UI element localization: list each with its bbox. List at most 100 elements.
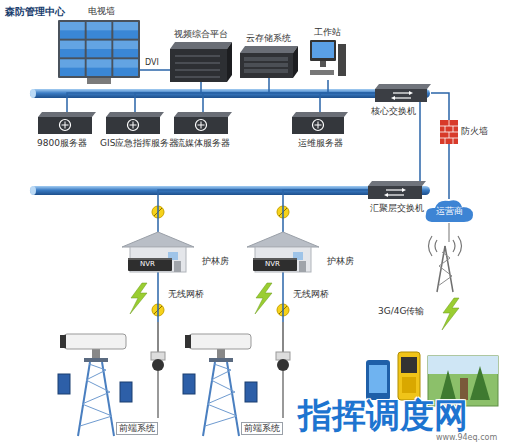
keyboard [310,70,334,75]
pipe-end [30,186,36,195]
front-end-icon [181,322,301,438]
front-end-system: 前端系统 [181,322,301,438]
server-top [292,112,348,117]
brick-joint [449,132,450,138]
chassis-body [240,53,293,78]
nvr-body [128,258,172,271]
server-icon [292,112,348,134]
tv-screen [87,41,112,58]
node-label: 运营商 [436,206,463,217]
node-label: 护林房 [202,256,229,267]
chassis-side [227,42,232,82]
node-label: GIS应急指挥服务器 [100,138,178,149]
tv-screen [113,22,138,39]
chassis-slot [175,69,220,71]
tv-screen [113,41,138,58]
server-icon [106,112,164,134]
node-label: 核心交换机 [371,106,416,117]
tv-wall-icon [58,20,140,84]
switch-arrow [388,194,404,195]
nvr-box: NVR [128,258,172,271]
server-top [106,112,164,117]
server-emblem-line [201,122,202,129]
chassis-side [293,46,298,78]
nvr-box: NVR [253,258,297,271]
tower-bracing [205,364,237,426]
node-label: 前端系统 [116,422,158,435]
tv-stand [87,78,111,84]
connector-line [328,80,375,93]
tower-leg [445,246,453,292]
switch-top [375,84,431,89]
switch-arrow [393,92,409,93]
server-box: 9800服务器 [38,112,96,134]
server-body [174,117,228,134]
ranger-house: 护林房NVR [118,232,198,272]
cloud-shape: 运营商 [424,199,474,223]
tv-screen [87,59,112,76]
switch-arrowhead [384,193,388,197]
ranger-house: 护林房NVR [243,232,323,272]
server-icon [38,112,96,134]
disk-bay [244,57,288,61]
switch-arrowhead [409,91,413,95]
connector-line [135,93,375,112]
firewall-body [440,120,458,144]
screen-glare [87,22,112,30]
ptz-housing [151,352,165,360]
tower-platform [84,358,108,362]
server-emblem [60,120,71,131]
switch-box: 核心交换机 [375,84,431,102]
server-emblem-line [65,122,66,129]
front-end-icon [56,322,176,438]
brick-joint [445,126,446,132]
monitor-stand [320,61,326,67]
tv-screen [113,59,138,76]
tv-wall: 电视墙 [58,20,140,84]
chassis-slot [175,62,220,64]
connector-line [67,93,375,112]
front-end-system: 前端系统 [56,322,176,438]
screen-glare [87,41,112,49]
nvr-top-edge [128,258,172,260]
ptz-housing [276,352,290,360]
handheld-terminal [398,352,420,400]
switch-arrowhead [391,96,395,100]
screen-glare [87,59,112,67]
node-label: 运维服务器 [298,138,343,149]
server-box: 流媒体服务器 [174,112,232,134]
chassis-top [170,42,232,49]
brick-joint [453,126,454,132]
camera-mount [217,349,225,358]
watermark-url: www.94eq.com [436,433,497,443]
chassis-slot [175,55,220,57]
server-emblem [196,120,207,131]
edge-label: DVI [145,58,159,68]
node-label: 电视墙 [88,6,115,17]
node-label: 汇聚层交换机 [370,203,424,214]
video-platform-icon [170,42,232,82]
tv-screen [87,22,112,39]
chassis-slot [175,76,220,78]
ptz-cable [157,322,159,352]
signal-arc [458,236,462,256]
switch-icon [375,84,431,102]
pipe-end [30,89,36,98]
server-box: 运维服务器 [292,112,348,134]
monitor-screen [312,42,334,58]
photo-sky [428,356,498,374]
workstation-icon [310,40,346,80]
solar-panel [120,382,132,402]
monitor [310,40,336,61]
server-emblem [313,120,324,131]
connector-line [431,93,449,120]
tv-screen [60,41,85,58]
wireless-bolt [255,283,272,314]
nvr-body [253,258,297,271]
connector-line [282,272,284,322]
house-roof [247,232,319,247]
server-top [174,112,232,117]
connector-line [283,190,368,232]
device-box: 工作站 [310,40,346,80]
node-label: 护林房 [327,256,354,267]
